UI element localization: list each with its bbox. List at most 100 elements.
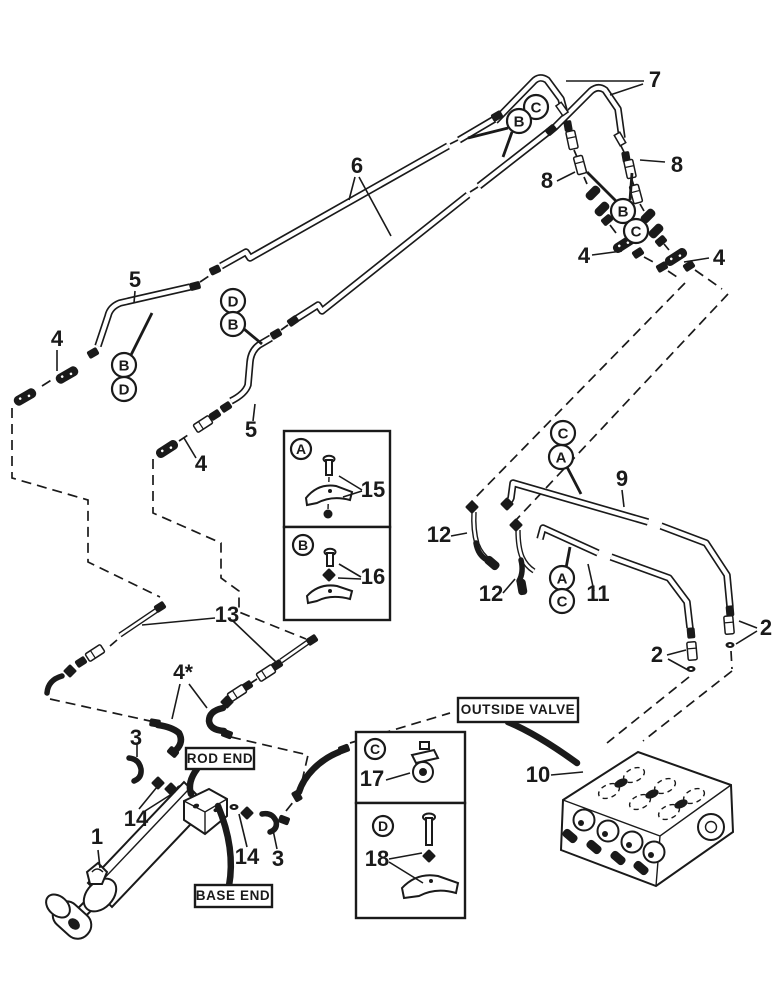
fitting-13 xyxy=(255,663,277,683)
callout-5: 5 xyxy=(245,417,257,442)
callout-12: 12 xyxy=(479,581,503,606)
fitting-2 xyxy=(685,640,699,662)
clamp-letter-c: C xyxy=(548,587,576,615)
circled-clamp-letters: C B B C B D D B C A A C A B C D xyxy=(110,93,650,838)
callout-3: 3 xyxy=(272,846,284,871)
callout-numbers: 7 6 8 8 4 4 5 4 5 4 13 4* 3 14 1 14 3 9 … xyxy=(51,67,772,871)
routing-path-left-1 xyxy=(11,408,161,598)
callout-15: 15 xyxy=(361,477,385,502)
callout-8: 8 xyxy=(671,152,683,177)
letter-b: B xyxy=(119,358,130,375)
inset-letter-a: A xyxy=(289,437,313,461)
letter-c: C xyxy=(557,594,568,611)
callout-16: 16 xyxy=(361,564,385,589)
control-valve-block xyxy=(559,750,735,888)
clamp-letter-b: B xyxy=(110,351,138,379)
letter-d: D xyxy=(378,818,388,834)
tube-clamp xyxy=(400,874,460,900)
outside-valve-label: OUTSIDE VALVE xyxy=(461,702,576,717)
callout-18: 18 xyxy=(365,846,389,871)
clamp-tab xyxy=(410,748,440,765)
clamp-letter-c: C xyxy=(522,93,550,121)
port xyxy=(192,803,200,809)
clamp-bolt xyxy=(419,741,430,750)
callout-4-star: 4* xyxy=(173,661,194,684)
spool-bore xyxy=(620,830,644,854)
elbow-3-right xyxy=(259,810,280,835)
clamp-letter-b: B xyxy=(609,197,637,225)
callout-6: 6 xyxy=(351,153,363,178)
spool-bore xyxy=(572,808,596,832)
fitting-4 xyxy=(12,386,38,408)
hose-to-valve xyxy=(295,748,343,796)
bolt-shank xyxy=(326,552,334,567)
dashed-connection-lines xyxy=(11,114,733,812)
clamp-letter-b: B xyxy=(505,107,533,135)
callout-12: 12 xyxy=(427,522,451,547)
callout-13: 13 xyxy=(215,602,239,627)
callout-5: 5 xyxy=(129,267,141,292)
fitting-14 xyxy=(150,775,166,791)
callout-4: 4 xyxy=(51,326,64,351)
rod-end-tag: ROD END xyxy=(184,746,256,771)
cross-tube-bore xyxy=(68,918,80,930)
bolt-shank xyxy=(325,459,333,476)
routing-path-left-2 xyxy=(152,459,307,640)
inset-letter-c: C xyxy=(363,737,387,761)
fitting-13 xyxy=(84,643,106,663)
inset-letter-b: B xyxy=(291,533,315,557)
elbow-hose-4star-1 xyxy=(154,721,185,754)
elbow-hose-4star-2 xyxy=(205,704,228,735)
barrel-end-cap xyxy=(82,877,118,913)
fitting-2 xyxy=(722,614,736,636)
text-tags: ROD END BASE END OUTSIDE VALVE xyxy=(184,696,580,909)
clamp-letter-b: B xyxy=(219,310,247,338)
clamp-letter-a: A xyxy=(547,443,575,471)
callout-1: 1 xyxy=(91,824,103,849)
fitting-4 xyxy=(154,438,180,460)
letter-b: B xyxy=(618,204,629,221)
fitting-8 xyxy=(572,154,588,176)
hoses-and-elbows xyxy=(44,540,581,890)
clamp-letter-c: C xyxy=(549,419,577,447)
fitting-8 xyxy=(622,158,638,180)
line-to-valve-right xyxy=(642,670,733,742)
callout-4: 4 xyxy=(578,243,591,268)
callout-14: 14 xyxy=(235,844,260,869)
base-end-hose xyxy=(214,802,234,890)
callout-2: 2 xyxy=(760,615,772,640)
relief-boss xyxy=(697,813,725,841)
fitting-4 xyxy=(54,364,80,386)
callout-14: 14 xyxy=(124,806,149,831)
diagonal-to-tube-12b xyxy=(515,293,729,521)
letter-a: A xyxy=(296,441,306,457)
clamp-nut xyxy=(323,509,333,519)
inset-detail-boxes xyxy=(282,429,467,920)
diagonal-to-tube-12a xyxy=(471,282,686,502)
spool-bore xyxy=(642,840,666,864)
outside-valve-pointer xyxy=(504,718,581,767)
callout-9: 9 xyxy=(616,466,628,491)
callout-8: 8 xyxy=(541,168,553,193)
tube-clamp xyxy=(305,584,354,605)
hydraulic-cylinder xyxy=(45,780,228,940)
letter-c: C xyxy=(531,100,542,117)
callout-2: 2 xyxy=(651,642,663,667)
rod-end-label: ROD END xyxy=(187,751,253,766)
outside-valve-tag: OUTSIDE VALVE xyxy=(456,696,580,724)
clamp-letter-leader-lines xyxy=(129,126,634,569)
clamp-letter-a: A xyxy=(548,564,576,592)
letter-b: B xyxy=(228,317,239,334)
letter-d: D xyxy=(119,382,130,399)
callout-11: 11 xyxy=(586,581,609,606)
trunnion-lug xyxy=(85,861,109,885)
base-end-tag: BASE END xyxy=(193,883,274,909)
line-to-valve-left xyxy=(606,676,690,744)
spool-bore xyxy=(596,819,620,843)
inset-letter-d: D xyxy=(371,814,395,838)
fitting-14 xyxy=(239,805,255,821)
bolt-shank xyxy=(425,817,433,846)
tube-clamp xyxy=(304,484,354,507)
